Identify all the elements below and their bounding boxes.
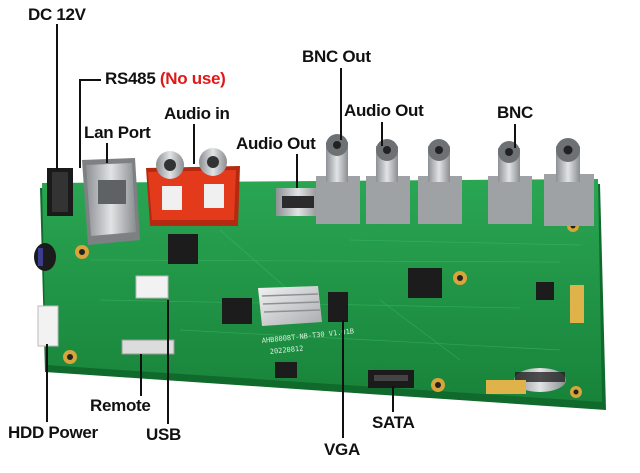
chip — [408, 268, 442, 298]
label-usb: USB — [146, 425, 181, 444]
white-connector — [135, 275, 169, 299]
label-rs485-text: RS485 — [105, 69, 156, 88]
sata-connector — [368, 370, 414, 388]
leader-audio-out-right — [381, 122, 383, 146]
capacitor — [34, 243, 56, 271]
audio-out-port — [276, 188, 320, 216]
lan-port — [82, 158, 140, 245]
leader-bnc-out — [340, 68, 342, 140]
leader-dc12v — [56, 24, 58, 170]
leader-usb — [167, 300, 169, 424]
label-lan-port: Lan Port — [84, 123, 151, 142]
label-rs485: RS485 (No use) — [105, 70, 226, 87]
chip — [328, 292, 348, 322]
label-rs485-note: (No use) — [159, 69, 226, 88]
dc-jack — [47, 168, 73, 216]
label-sata: SATA — [372, 413, 415, 432]
leader-audio-out-left — [296, 154, 298, 188]
chip — [168, 234, 198, 264]
leader-hdd-power — [46, 344, 48, 422]
leader-lan-port — [106, 143, 108, 163]
label-vga: VGA — [324, 440, 360, 459]
leader-vga — [342, 320, 344, 438]
label-bnc: BNC — [497, 103, 533, 122]
chip — [275, 362, 297, 378]
leader-bnc — [514, 124, 516, 148]
label-hdd-power: HDD Power — [8, 423, 98, 442]
label-audio-out-left: Audio Out — [236, 134, 316, 153]
leader-remote — [140, 354, 142, 396]
leader-rs485-h — [79, 79, 101, 81]
label-remote: Remote — [90, 396, 151, 415]
label-audio-in: Audio in — [164, 104, 230, 123]
label-audio-out-right: Audio Out — [344, 101, 424, 120]
audio-in-connector — [146, 148, 240, 226]
pin-header — [486, 285, 584, 394]
chip — [536, 282, 554, 300]
leader-sata — [392, 386, 394, 412]
label-bnc-out: BNC Out — [302, 47, 371, 66]
heatsink — [258, 286, 322, 326]
battery — [514, 368, 566, 392]
usb-header — [121, 339, 175, 355]
chip — [222, 298, 252, 324]
silkscreen-date: 20220812 — [269, 345, 303, 356]
bnc-connectors — [488, 138, 594, 226]
label-dc12v: DC 12V — [28, 5, 86, 24]
bnc-out-connectors — [316, 134, 462, 224]
leader-audio-in — [193, 124, 195, 164]
hdd-power-connector — [37, 305, 59, 347]
leader-rs485 — [79, 80, 81, 168]
